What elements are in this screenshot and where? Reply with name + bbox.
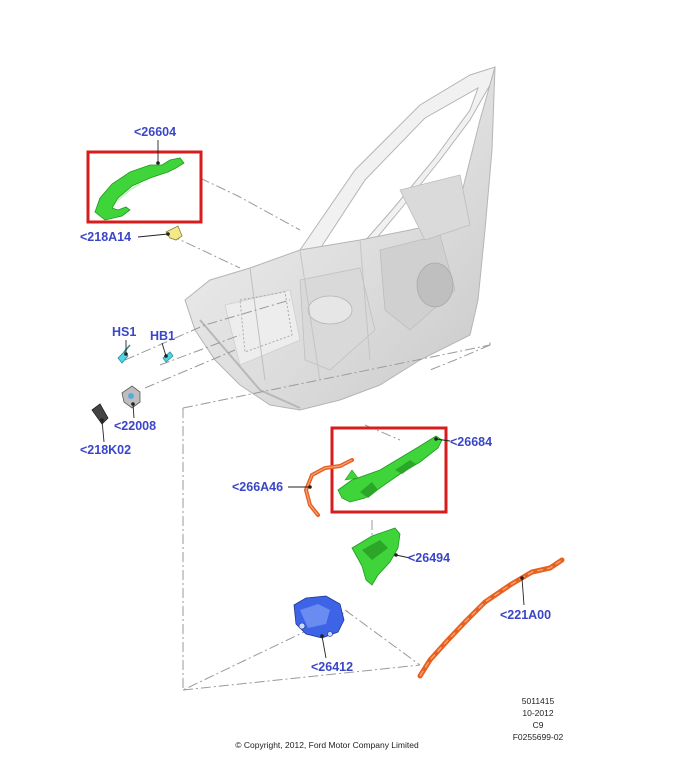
label-hb1: HB1 (150, 329, 175, 343)
reference-number: 5011415 (522, 696, 555, 706)
lock-cylinder-22008-part (121, 385, 141, 409)
reference-date: 10-2012 (522, 708, 553, 718)
bracket-26684-part (337, 435, 443, 503)
exterior-handle-part (94, 157, 185, 221)
label-26412: <26412 (311, 660, 353, 674)
cap-218k02-part (91, 403, 109, 425)
label-218k02: <218K02 (80, 443, 131, 457)
label-26494: <26494 (408, 551, 450, 565)
bezel-218a14-part (165, 225, 183, 241)
label-266a46: <266A46 (232, 480, 283, 494)
reference-figure: F0255699-02 (513, 732, 564, 742)
label-221a00: <221A00 (500, 608, 551, 622)
reference-lines (124, 177, 491, 691)
leader-lines (100, 140, 525, 659)
latch-26412-part (293, 595, 345, 639)
highlight-box-26604 (86, 150, 203, 224)
reference-block: 5011415 10-2012 C9 F0255699-02 (513, 696, 564, 742)
fastener-hb1-part (162, 351, 174, 363)
label-hs1: HS1 (112, 325, 136, 339)
highlight-box-26684 (330, 426, 448, 514)
rear-door-panel (184, 66, 496, 411)
label-218a14: <218A14 (80, 230, 131, 244)
label-26684: <26684 (450, 435, 492, 449)
fastener-hs1-part (117, 344, 131, 364)
cable-221a00-part (417, 557, 565, 679)
label-26604: <26604 (134, 125, 176, 139)
copyright-notice: © Copyright, 2012, Ford Motor Company Li… (235, 740, 419, 750)
cable-266a46-part (303, 458, 354, 517)
bracket-26494-part (351, 527, 401, 586)
label-22008: <22008 (114, 419, 156, 433)
reference-code: C9 (533, 720, 544, 730)
